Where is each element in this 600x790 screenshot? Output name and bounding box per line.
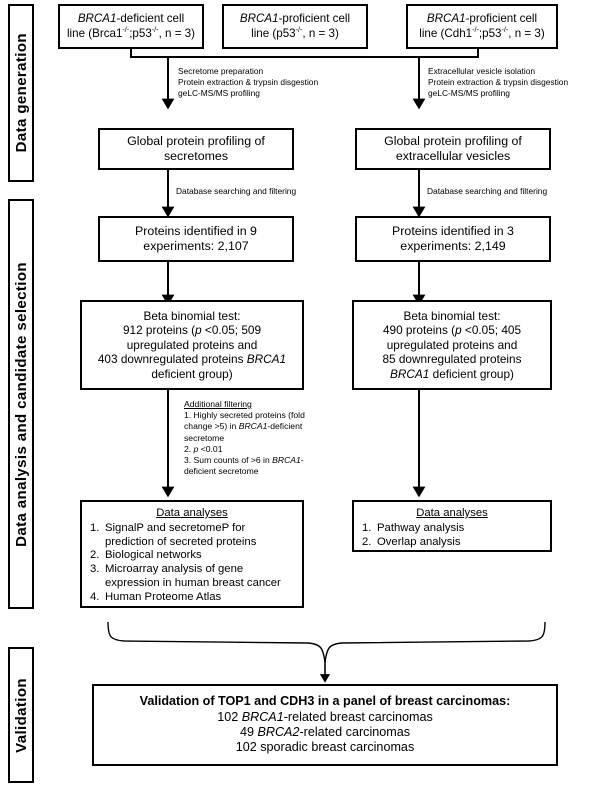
identified-line: experiments: 2,149 — [400, 239, 506, 253]
phase-label-text: Data analysis and candidate selection — [12, 261, 30, 547]
cell-line-box-brca1-proficient-cdh1: BRCA1-proficient cell line (Cdh1-/-;p53-… — [406, 4, 558, 49]
analyses-item: 2. Overlap analysis — [362, 536, 542, 550]
analyses-item-number: 2. — [362, 535, 372, 548]
phase-label-validation: Validation — [8, 647, 34, 783]
profiling-line: extracellular vesicles — [395, 149, 511, 163]
top-bracket — [130, 49, 479, 58]
note-additional-filtering: Additional filtering 1. Highly secreted … — [184, 399, 305, 477]
note-database-searching-left: Database searching and filtering — [176, 186, 296, 197]
analyses-item-text: SignalP and secretomeP for prediction of… — [105, 521, 257, 548]
validation-row: 102 sporadic breast carcinomas — [235, 740, 415, 755]
phase-label-data-generation: Data generation — [8, 4, 34, 182]
cell-line-genotype: line (p53-/-, n = 3) — [251, 24, 339, 40]
profiling-box-vesicles: Global protein profiling of extracellula… — [355, 128, 551, 170]
identified-line: Proteins identified in 9 — [135, 223, 257, 238]
identified-box-vesicles: Proteins identified in 3 experiments: 2,… — [355, 216, 551, 262]
beta-binomial-line: upregulated proteins and — [126, 337, 258, 352]
analyses-item-number: 2. — [90, 549, 100, 562]
analyses-item-number: 4. — [90, 590, 100, 603]
cell-line-box-brca1-deficient: BRCA1-deficient cell line (Brca1-/-;p53-… — [58, 4, 204, 49]
analyses-box-vesicles: Data analyses 1. Pathway analysis 2. Ove… — [352, 500, 552, 552]
cell-line-title: BRCA1-proficient cell — [426, 12, 538, 26]
analyses-item-text: Microarray analysis of gene expression i… — [105, 563, 281, 589]
profiling-box-secretomes: Global protein profiling of secretomes — [98, 128, 294, 170]
profiling-line: secretomes — [163, 149, 229, 163]
analyses-item: 1. Pathway analysis — [362, 522, 542, 536]
note-line: geLC-MS/MS profiling — [428, 87, 510, 98]
validation-row: 102 BRCA1-related breast carcinomas — [217, 709, 433, 724]
beta-binomial-line: 912 proteins (p <0.05; 509 — [122, 323, 262, 338]
analyses-box-secretomes: Data analyses 1. SignalP and secretomeP … — [80, 500, 304, 608]
note-line: 1. Highly secreted proteins (fold — [184, 410, 305, 421]
note-heading: Additional filtering — [184, 399, 252, 409]
beta-binomial-box-secretomes: Beta binomial test: 912 proteins (p <0.0… — [80, 300, 304, 390]
analyses-item-text: Pathway analysis — [377, 521, 465, 534]
analyses-title: Data analyses — [416, 507, 488, 519]
beta-binomial-line: upregulated proteins and — [386, 337, 518, 352]
beta-binomial-title: Beta binomial test: — [403, 309, 501, 324]
validation-box: Validation of TOP1 and CDH3 in a panel o… — [92, 684, 558, 766]
note-secretome-preparation: Secretome preparation Protein extraction… — [178, 66, 318, 99]
analyses-item-text: Human Proteome Atlas — [105, 590, 222, 603]
note-line: change >5) in BRCA1-deficient — [184, 421, 303, 432]
merge-brace — [107, 621, 546, 663]
phase-label-data-analysis: Data analysis and candidate selection — [8, 199, 34, 609]
analyses-item-number: 1. — [90, 521, 100, 534]
analyses-item: 3. Microarray analysis of gene expressio… — [90, 563, 294, 591]
analyses-title: Data analyses — [156, 507, 228, 519]
note-line: Protein extraction & trypsin disgestion — [178, 76, 319, 87]
note-vesicle-isolation: Extracellular vesicle isolation Protein … — [428, 66, 568, 99]
analyses-item: 4. Human Proteome Atlas — [90, 591, 294, 605]
cell-line-title: BRCA1-deficient cell — [77, 12, 185, 26]
beta-binomial-line: 490 proteins (p <0.05; 405 — [382, 323, 522, 338]
analyses-item-text: Biological networks — [105, 549, 202, 562]
validation-row: 49 BRCA2-related carcinomas — [239, 725, 411, 739]
cell-line-genotype: line (Cdh1-/-;p53-/-, n = 3) — [419, 24, 545, 40]
note-line: 3. Sum counts of >6 in BRCA1- — [184, 454, 304, 465]
analyses-item-number: 3. — [90, 563, 100, 576]
beta-binomial-title: Beta binomial test: — [143, 309, 241, 324]
phase-label-text: Validation — [12, 677, 30, 753]
note-line: secretome — [184, 432, 225, 443]
beta-binomial-line: 85 downregulated proteins — [382, 352, 522, 367]
analyses-item: 2. Biological networks — [90, 549, 294, 563]
beta-binomial-line: 403 downregulated proteins BRCA1 — [97, 352, 287, 367]
note-line: Database searching and filtering — [427, 186, 548, 196]
cell-line-title: BRCA1-proficient cell — [239, 12, 351, 26]
beta-binomial-line: deficient group) — [151, 366, 233, 381]
beta-binomial-line: BRCA1 deficient group) — [390, 366, 514, 381]
profiling-line: Global protein profiling of — [127, 133, 265, 148]
identified-line: experiments: 2,107 — [143, 239, 249, 253]
phase-label-text: Data generation — [12, 33, 30, 153]
identified-line: Proteins identified in 3 — [392, 223, 514, 238]
analyses-item-number: 1. — [362, 521, 372, 534]
note-line: Secretome preparation — [178, 66, 264, 76]
validation-headline: Validation of TOP1 and CDH3 in a panel o… — [139, 694, 511, 709]
beta-binomial-box-vesicles: Beta binomial test: 490 proteins (p <0.0… — [352, 300, 552, 390]
analyses-item-text: Overlap analysis — [377, 535, 461, 548]
note-line: Extracellular vesicle isolation — [428, 66, 536, 76]
note-line: geLC-MS/MS profiling — [178, 87, 260, 98]
note-database-searching-right: Database searching and filtering — [427, 186, 547, 197]
note-line: deficient secretome — [184, 466, 259, 477]
note-line: Database searching and filtering — [176, 186, 297, 196]
note-line: 2. p <0.01 — [184, 443, 223, 454]
cell-line-box-brca1-proficient-p53: BRCA1-proficient cell line (p53-/-, n = … — [222, 4, 368, 49]
note-line: Protein extraction & trypsin disgestion — [428, 76, 569, 87]
cell-line-genotype: line (Brca1-/-;p53-/-, n = 3) — [66, 24, 195, 40]
profiling-line: Global protein profiling of — [384, 133, 522, 148]
analyses-item: 1. SignalP and secretomeP for prediction… — [90, 522, 294, 550]
identified-box-secretomes: Proteins identified in 9 experiments: 2,… — [98, 216, 294, 262]
